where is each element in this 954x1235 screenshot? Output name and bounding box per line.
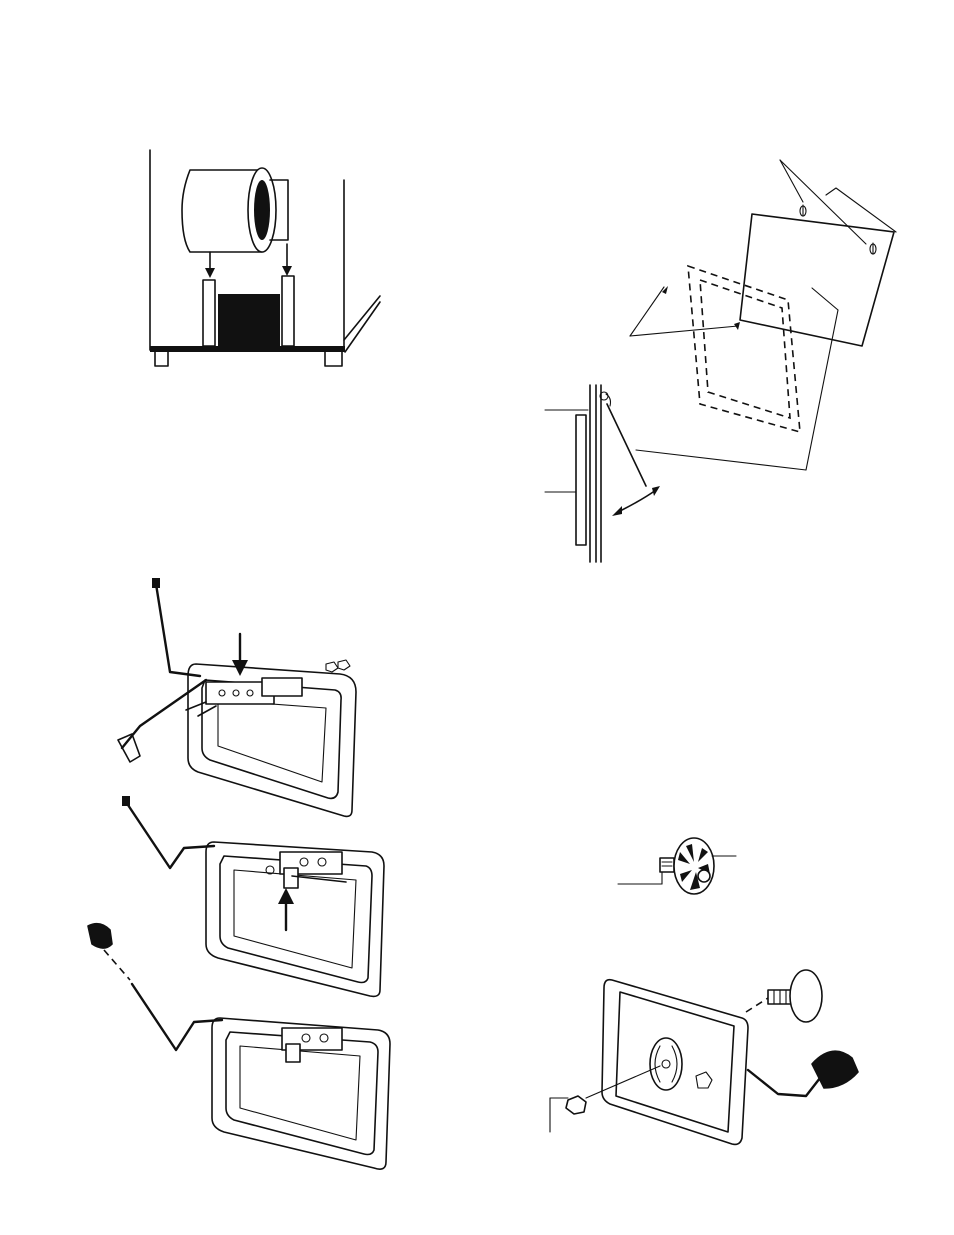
blower-drum-opening bbox=[254, 180, 270, 240]
knob-screw-detail-figure bbox=[618, 838, 736, 894]
lower-nut bbox=[566, 1096, 586, 1114]
door-handle-step-2-figure bbox=[122, 796, 384, 996]
rail-left bbox=[203, 280, 215, 346]
leader-screw-1a bbox=[780, 160, 803, 202]
plate-nut bbox=[696, 1072, 712, 1088]
knob-rod bbox=[748, 1070, 820, 1096]
handle-knob-exploded-figure bbox=[550, 970, 858, 1144]
knob-spring bbox=[812, 1051, 858, 1088]
leader-panel-side bbox=[636, 450, 806, 470]
cabinet-base-plate bbox=[150, 346, 345, 352]
blower-housing-install-figure bbox=[150, 150, 380, 366]
swing-arrow-head-a bbox=[612, 506, 622, 516]
door-handle-step-1-figure bbox=[118, 578, 356, 816]
swing-arrow-arc bbox=[618, 490, 656, 512]
arrow-left-head bbox=[205, 268, 215, 278]
cabinet-foot-left bbox=[155, 352, 168, 366]
bracket-3-tab bbox=[286, 1044, 300, 1062]
knob-cap bbox=[790, 970, 822, 1022]
filter-rack-panel-figure bbox=[545, 160, 896, 562]
knob-guide-top bbox=[746, 998, 768, 1012]
rod-2-tip bbox=[122, 796, 130, 806]
cabinet-foot-right bbox=[325, 352, 342, 366]
access-panel-plate bbox=[740, 214, 894, 346]
leader-screw-3a bbox=[630, 287, 664, 336]
filter-side-profile bbox=[576, 415, 586, 545]
panel-swing-rod bbox=[607, 404, 646, 486]
arrow-right-head bbox=[282, 266, 292, 276]
screw-top-left bbox=[800, 205, 806, 216]
bolt-1b bbox=[198, 706, 216, 716]
bolt-1a bbox=[186, 702, 206, 710]
motor-block bbox=[218, 294, 280, 346]
door-handle-step-3-figure bbox=[88, 924, 390, 1169]
knob-center-cap bbox=[698, 870, 710, 882]
spring-knob bbox=[88, 924, 112, 948]
cabinet-base-side bbox=[345, 302, 380, 352]
cabinet-floor-edge bbox=[344, 296, 380, 340]
bracket-2-tab bbox=[284, 868, 298, 888]
rail-right bbox=[282, 276, 294, 346]
leader-screw-3b bbox=[630, 326, 738, 336]
handle-rod-2 bbox=[126, 802, 214, 868]
latch-arm-1 bbox=[122, 680, 206, 748]
mount-bracket-1b bbox=[262, 678, 302, 696]
knob-screw-shank bbox=[660, 858, 674, 872]
nut-1a bbox=[326, 662, 338, 672]
knob-guide-line bbox=[104, 950, 130, 980]
handle-frame-1-window bbox=[218, 700, 326, 782]
rod-1-tip bbox=[152, 578, 160, 588]
nut-1b bbox=[338, 660, 350, 670]
swing-arrow-head-b bbox=[652, 486, 660, 496]
handle-rod-1 bbox=[156, 584, 200, 676]
arrow-up-head bbox=[278, 888, 294, 904]
handle-rod-3 bbox=[132, 984, 222, 1050]
screw-lower-left bbox=[662, 286, 668, 294]
lower-nut-guide bbox=[586, 1066, 660, 1098]
